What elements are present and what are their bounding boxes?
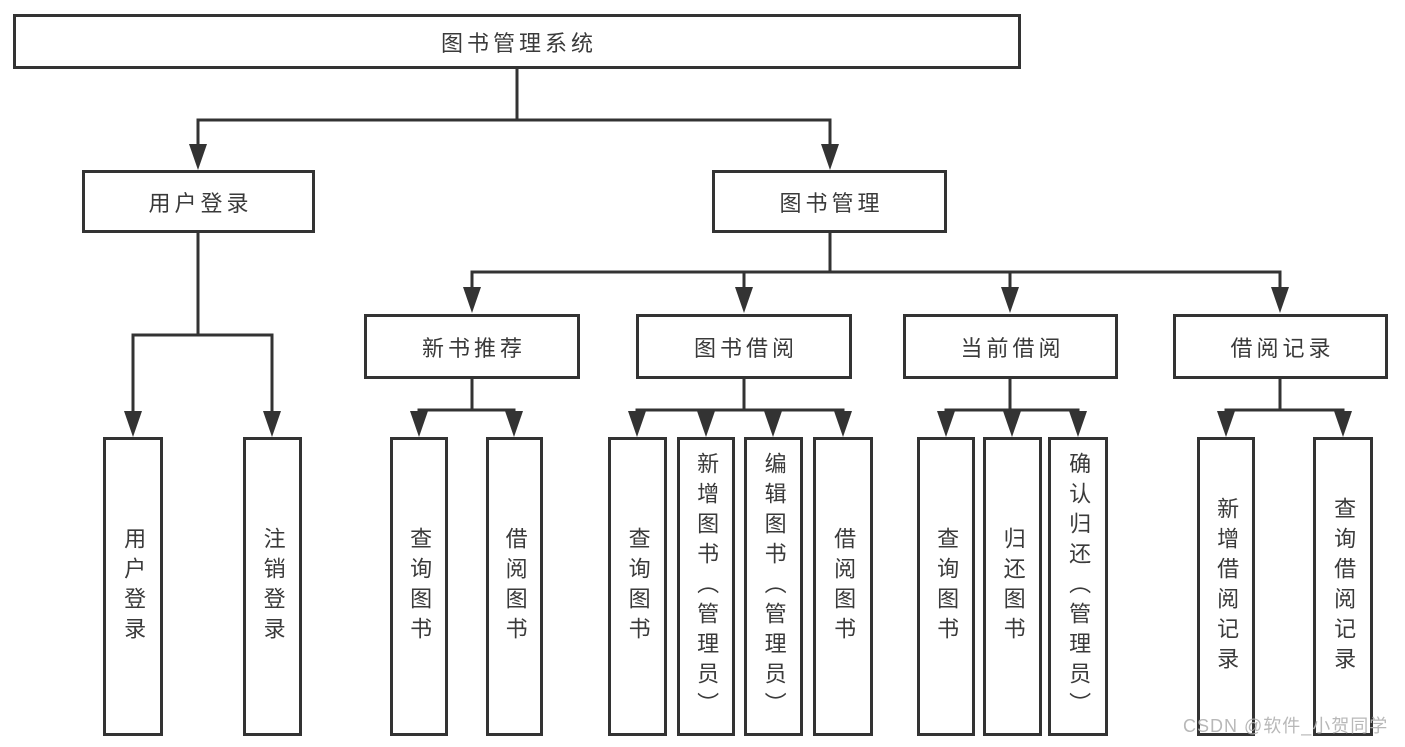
- leaf-label: 查询图书: [934, 526, 960, 647]
- leaf-add-books-admin: 新增图书（管理员）: [677, 437, 735, 736]
- leaf-label: 确认归还（管理员）: [1066, 451, 1092, 722]
- leaf-borrow-books-recommend: 借阅图书: [486, 437, 543, 736]
- connector-book-management-children: [470, 233, 1282, 295]
- node-book-borrowing: 图书借阅: [636, 314, 852, 379]
- node-user-login: 用户登录: [82, 170, 315, 233]
- leaf-query-borrow-record: 查询借阅记录: [1313, 437, 1373, 736]
- arrowheads: [124, 144, 1352, 437]
- leaf-label: 注销登录: [260, 526, 286, 647]
- leaf-add-borrow-record: 新增借阅记录: [1197, 437, 1255, 736]
- leaf-label: 新增借阅记录: [1214, 496, 1240, 677]
- leaf-query-books-recommend: 查询图书: [390, 437, 448, 736]
- leaf-query-books-borrowing: 查询图书: [608, 437, 667, 736]
- node-library-management-system: 图书管理系统: [13, 14, 1021, 69]
- leaf-borrow-books: 借阅图书: [813, 437, 873, 736]
- leaf-user-login: 用户登录: [103, 437, 163, 736]
- leaf-label: 查询图书: [407, 526, 433, 647]
- node-book-management: 图书管理: [712, 170, 947, 233]
- leaf-label: 归还图书: [1000, 526, 1026, 647]
- leaf-label: 新增图书（管理员）: [694, 451, 720, 722]
- leaf-label: 查询图书: [625, 526, 651, 647]
- leaf-label: 编辑图书（管理员）: [761, 451, 787, 722]
- node-borrowing-records: 借阅记录: [1173, 314, 1388, 379]
- node-new-book-recommendation: 新书推荐: [364, 314, 580, 379]
- connector-book-borrowing-children: [635, 379, 845, 420]
- leaf-label: 查询借阅记录: [1331, 496, 1357, 677]
- node-current-borrowing: 当前借阅: [903, 314, 1118, 379]
- leaf-edit-books-admin: 编辑图书（管理员）: [744, 437, 803, 736]
- leaf-query-books-current: 查询图书: [917, 437, 975, 736]
- connector-level1: [196, 68, 832, 152]
- leaf-label: 借阅图书: [831, 526, 857, 647]
- connector-user-login-children: [131, 233, 274, 419]
- leaf-label: 用户登录: [121, 526, 147, 647]
- leaf-confirm-return-admin: 确认归还（管理员）: [1048, 437, 1108, 736]
- leaf-logout: 注销登录: [243, 437, 302, 736]
- connector-borrowing-records-children: [1224, 379, 1345, 420]
- leaf-label: 借阅图书: [502, 526, 528, 647]
- leaf-return-books: 归还图书: [983, 437, 1042, 736]
- connector-new-book-children: [417, 379, 516, 420]
